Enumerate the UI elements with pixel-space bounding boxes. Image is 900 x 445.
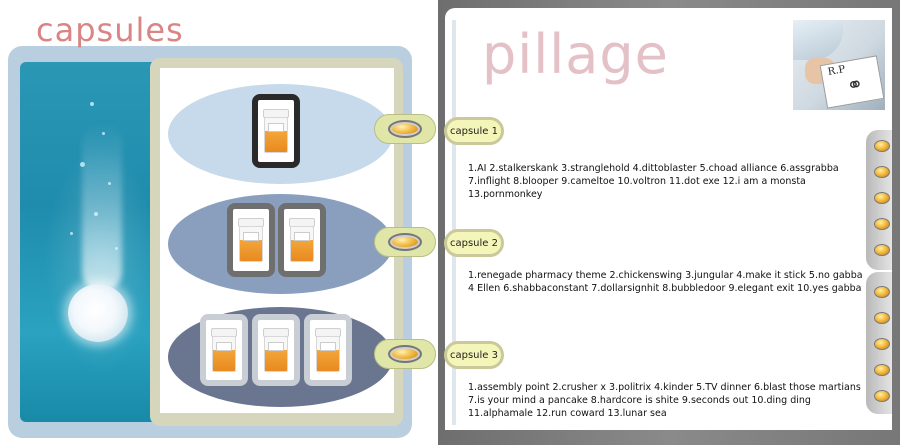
- capsule-1-tracklist: 1.AI 2.stalkerskank 3.stranglehold 4.dit…: [468, 163, 839, 200]
- pillage-title: pillage: [482, 23, 669, 86]
- pill-icon[interactable]: [874, 390, 890, 402]
- capsule-3-label[interactable]: capsule 3: [444, 341, 504, 369]
- capsules-title: capsules: [36, 11, 184, 49]
- pill-icon[interactable]: [874, 244, 890, 256]
- fizz-stream: [82, 122, 122, 292]
- pill-icon[interactable]: [874, 338, 890, 350]
- fizzing-tablet: [68, 284, 128, 342]
- water-image: [20, 62, 155, 422]
- capsule-3-bottle-button-a[interactable]: [200, 314, 248, 386]
- capsule-2-bottle-button-a[interactable]: [227, 203, 275, 277]
- capsule-2-tracklist: 1.renegade pharmacy theme 2.chickenswing…: [468, 270, 863, 294]
- capsule-2-connector[interactable]: [374, 227, 454, 257]
- pill-icon[interactable]: [874, 140, 890, 152]
- capsule-1-bottle-button[interactable]: [252, 94, 300, 168]
- pill-icon: [388, 345, 422, 363]
- pill-icon[interactable]: [874, 312, 890, 324]
- bubble: [102, 132, 105, 135]
- pill-icon: [388, 120, 422, 138]
- capsule-1-connector[interactable]: [374, 114, 454, 144]
- divider-rule: [452, 20, 456, 425]
- pill-bottle-icon: [262, 328, 290, 372]
- capsule-3-connector[interactable]: [374, 339, 454, 369]
- bubble: [90, 102, 94, 106]
- bubble: [80, 162, 85, 167]
- pill-bottle-icon: [237, 218, 265, 262]
- capsule-3-bottle-button-b[interactable]: [252, 314, 300, 386]
- bubble: [108, 182, 111, 185]
- pill-icon[interactable]: [874, 192, 890, 204]
- pill-icon[interactable]: [874, 286, 890, 298]
- capsule-2-label[interactable]: capsule 2: [444, 229, 504, 257]
- prescription-photo: R.P⚭: [793, 20, 885, 110]
- capsule-1-label[interactable]: capsule 1: [444, 117, 504, 145]
- pill-bottle-icon: [288, 218, 316, 262]
- capsule-2-bottle-button-b[interactable]: [278, 203, 326, 277]
- bubble: [94, 212, 98, 216]
- pill-bottle-icon: [314, 328, 342, 372]
- pill-icon: [388, 233, 422, 251]
- capsule-3-bottle-button-c[interactable]: [304, 314, 352, 386]
- pill-bottle-icon: [262, 109, 290, 153]
- pill-icon[interactable]: [874, 166, 890, 178]
- pill-bottle-icon: [210, 328, 238, 372]
- capsule-3-tracklist: 1.assembly point 2.crusher x 3.politrix …: [468, 382, 861, 419]
- bubble: [115, 247, 118, 250]
- rx-card-text: R.P: [827, 64, 847, 78]
- pill-icon[interactable]: [874, 218, 890, 230]
- ear-icon: ⚭: [844, 71, 866, 98]
- pill-icon[interactable]: [874, 364, 890, 376]
- bubble: [70, 232, 73, 235]
